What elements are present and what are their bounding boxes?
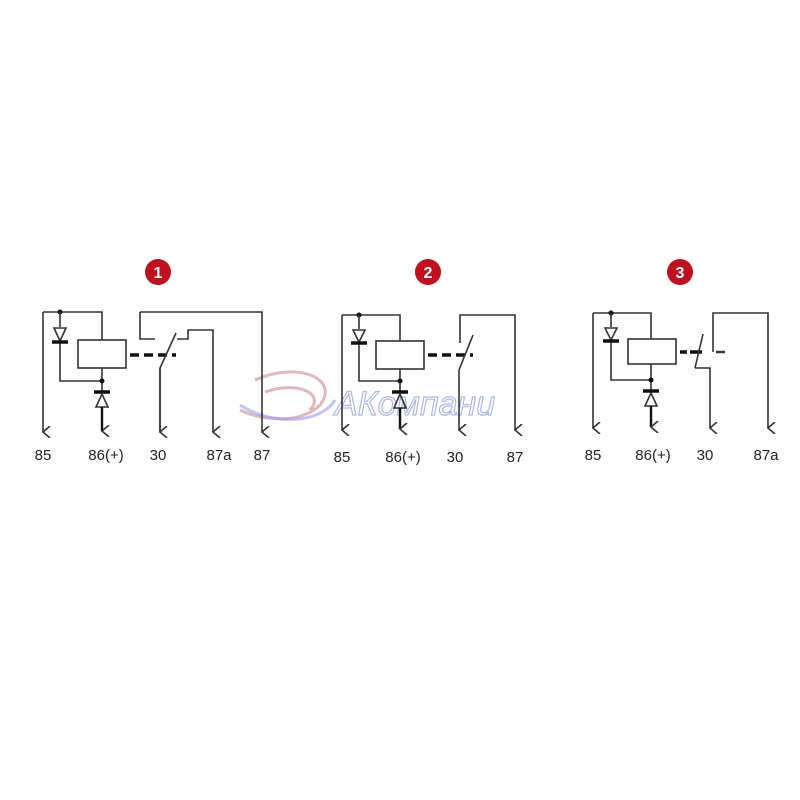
- badge-number: 1: [154, 265, 163, 282]
- diode-icon: [643, 391, 659, 407]
- watermark-text: АКомпани: [333, 385, 495, 423]
- watermark-logo: АКомпани: [239, 370, 496, 424]
- relay-diagram-1: 1 85 86(+) 30 87a 87: [35, 259, 271, 464]
- terminal-label: 86(+): [88, 447, 123, 464]
- badge-number: 3: [676, 265, 685, 282]
- number-badge-2: [415, 259, 441, 285]
- terminal-label: 85: [334, 449, 351, 466]
- relay-coil: [375, 340, 425, 370]
- terminal-label: 87a: [206, 447, 232, 464]
- terminal-label: 30: [697, 447, 714, 464]
- number-badge-3: [667, 259, 693, 285]
- terminal-label: 87a: [753, 447, 779, 464]
- terminal-label: 30: [447, 449, 464, 466]
- relay-coil: [627, 338, 677, 365]
- terminal-label: 87: [254, 447, 271, 464]
- relay-diagram-2: 2 85 86(+) 30 87: [334, 259, 524, 466]
- diode-icon: [52, 327, 68, 343]
- number-badge-1: [145, 259, 171, 285]
- terminal-label: 85: [35, 447, 52, 464]
- badge-number: 2: [424, 265, 433, 282]
- relay-diagram-3: 3 85 86(+) 30 87a: [585, 259, 779, 464]
- diode-icon: [603, 327, 619, 342]
- diode-icon: [351, 329, 367, 344]
- terminal-label: 87: [507, 449, 524, 466]
- terminal-label: 30: [150, 447, 167, 464]
- terminal-label: 85: [585, 447, 602, 464]
- diode-icon: [94, 392, 110, 408]
- relay-coil: [77, 339, 127, 369]
- terminal-label: 86(+): [635, 447, 670, 464]
- terminal-label: 86(+): [385, 449, 420, 466]
